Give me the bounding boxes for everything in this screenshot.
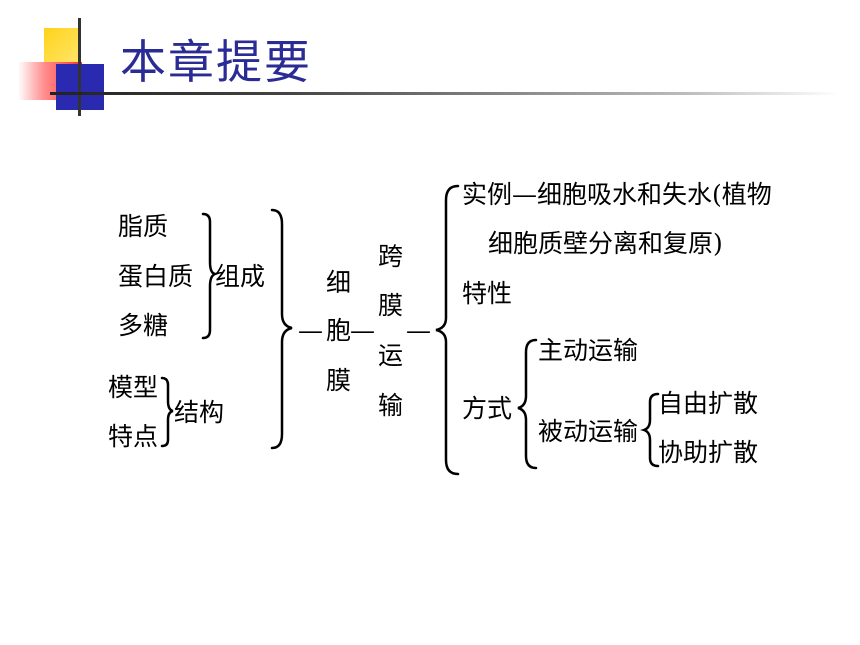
free-diffusion: 自由扩散 bbox=[658, 389, 759, 418]
transport-char-4: 输 bbox=[378, 391, 404, 420]
structure-brace bbox=[160, 376, 174, 448]
composition-item-polysaccharide: 多糖 bbox=[118, 311, 169, 340]
structure-item-model: 模型 bbox=[108, 373, 159, 402]
structure-label: 结构 bbox=[174, 398, 225, 427]
passive-brace bbox=[640, 392, 660, 468]
horizontal-rule bbox=[50, 92, 840, 95]
facilitated-diffusion: 协助扩散 bbox=[658, 438, 759, 467]
example-line-2: 细胞质壁分离和复原) bbox=[488, 229, 723, 258]
mode-label: 方式 bbox=[462, 394, 513, 423]
mode-brace bbox=[517, 338, 538, 470]
transport-brace bbox=[435, 184, 460, 476]
passive-transport: 被动运输 bbox=[538, 417, 639, 446]
example-line-1: 实例—细胞吸水和失水(植物 bbox=[462, 180, 772, 209]
composition-item-protein: 蛋白质 bbox=[118, 262, 194, 291]
membrane-connector-left: — bbox=[298, 316, 323, 345]
transport-char-3: 运 bbox=[378, 341, 404, 370]
composition-brace bbox=[201, 212, 220, 340]
composition-item-lipid: 脂质 bbox=[118, 212, 169, 241]
transport-connector: — bbox=[406, 316, 431, 345]
cell-membrane-char-1: 细 bbox=[326, 268, 352, 297]
cell-membrane-char-2: 胞 bbox=[326, 316, 352, 345]
membrane-brace bbox=[270, 208, 293, 450]
page-title: 本章提要 bbox=[120, 35, 312, 89]
membrane-connector-right: — bbox=[350, 316, 375, 345]
yellow-square bbox=[44, 28, 80, 64]
structure-item-feature: 特点 bbox=[108, 422, 159, 451]
composition-label: 组成 bbox=[215, 262, 266, 291]
cell-membrane-char-3: 膜 bbox=[326, 366, 352, 395]
transport-char-2: 膜 bbox=[378, 291, 404, 320]
vertical-rule bbox=[78, 18, 81, 116]
transport-char-1: 跨 bbox=[378, 242, 404, 271]
property-label: 特性 bbox=[462, 279, 513, 308]
active-transport: 主动运输 bbox=[538, 336, 639, 365]
header-decoration bbox=[0, 0, 860, 120]
